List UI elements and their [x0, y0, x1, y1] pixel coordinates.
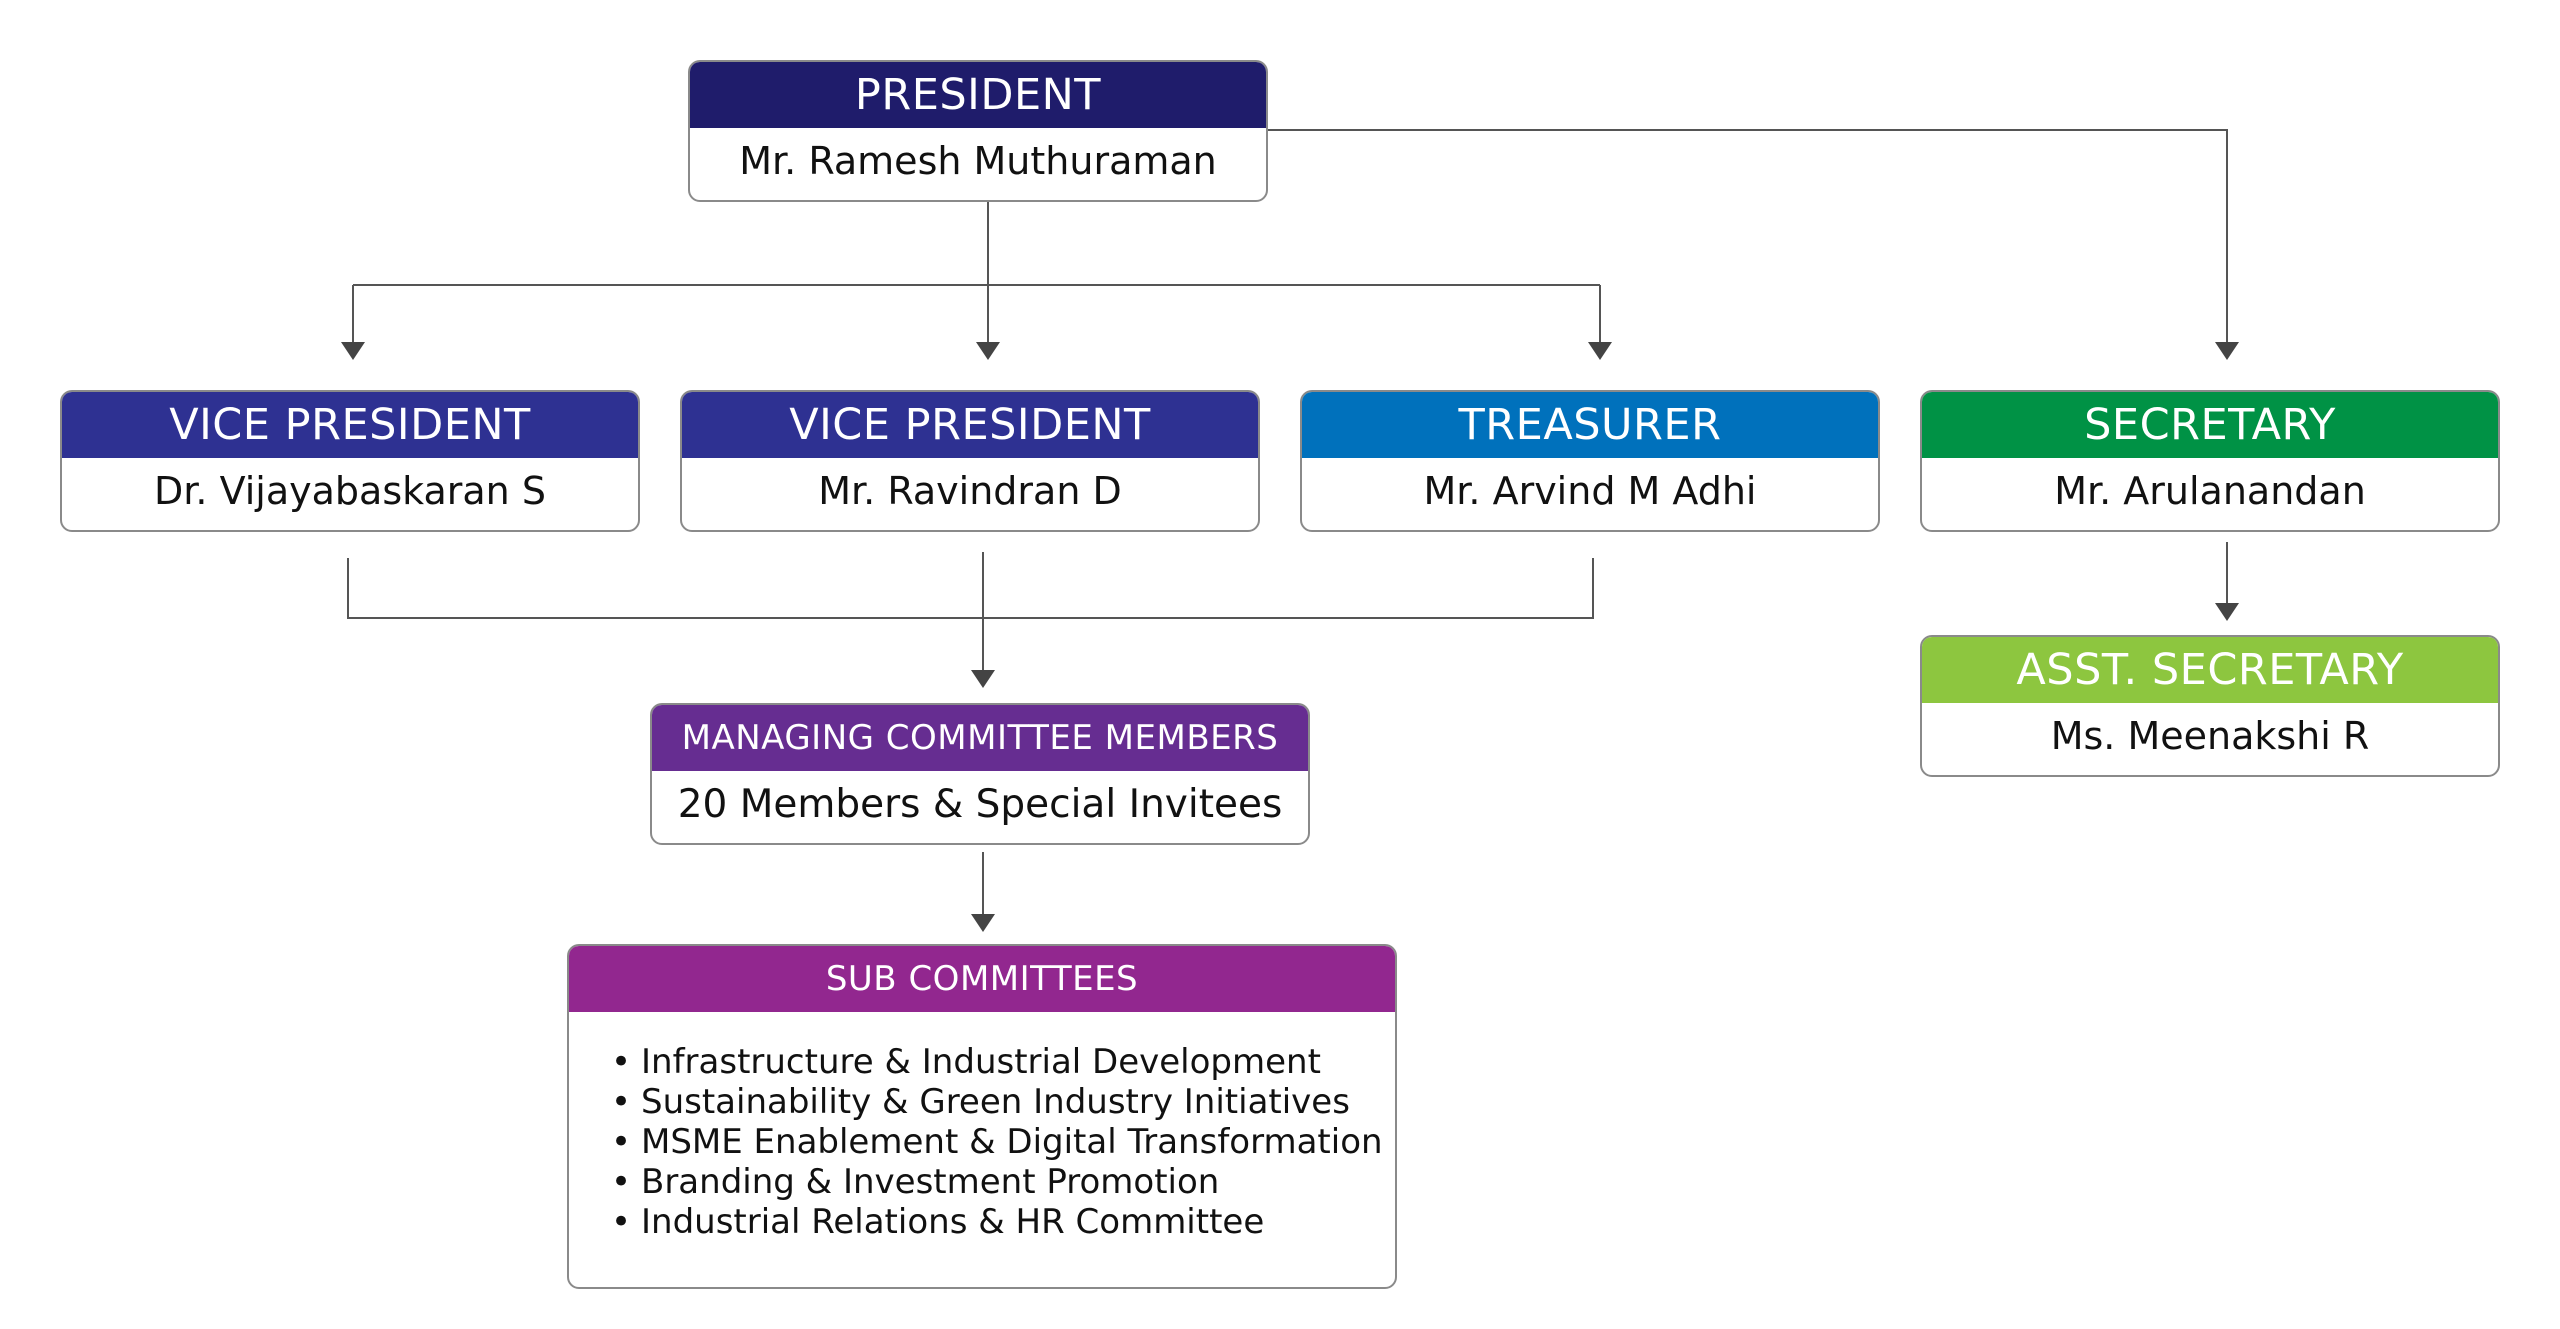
- asst-secretary-name: Ms. Meenakshi R: [2050, 714, 2370, 758]
- sub-committees-title: SUB COMMITTEES: [569, 946, 1395, 1012]
- arrow-managing: [971, 670, 995, 688]
- arrow-treasurer: [1588, 342, 1612, 360]
- vice-president-1-box: VICE PRESIDENT Dr. Vijayabaskaran S: [60, 390, 640, 532]
- vice-president-1-name: Dr. Vijayabaskaran S: [154, 469, 546, 513]
- list-item: Branding & Investment Promotion: [611, 1162, 1395, 1202]
- list-item: Infrastructure & Industrial Development: [611, 1042, 1395, 1082]
- connector-officers-merge: [347, 558, 1594, 619]
- asst-secretary-title: ASST. SECRETARY: [1922, 637, 2498, 703]
- list-item: Industrial Relations & HR Committee: [611, 1202, 1395, 1242]
- sub-committees-box: SUB COMMITTEES Infrastructure & Industri…: [567, 944, 1397, 1289]
- secretary-name: Mr. Arulanandan: [2054, 469, 2366, 513]
- managing-committee-description: 20 Members & Special Invitees: [677, 781, 1283, 827]
- arrow-sub-committees: [971, 914, 995, 932]
- arrow-secretary: [2215, 342, 2239, 360]
- asst-secretary-box: ASST. SECRETARY Ms. Meenakshi R: [1920, 635, 2500, 777]
- vice-president-1-title: VICE PRESIDENT: [62, 392, 638, 458]
- treasurer-box: TREASURER Mr. Arvind M Adhi: [1300, 390, 1880, 532]
- vice-president-2-name: Mr. Ravindran D: [818, 469, 1122, 513]
- vice-president-2-box: VICE PRESIDENT Mr. Ravindran D: [680, 390, 1260, 532]
- managing-committee-box: MANAGING COMMITTEE MEMBERS 20 Members & …: [650, 703, 1310, 845]
- president-name: Mr. Ramesh Muthuraman: [739, 139, 1217, 183]
- managing-committee-title: MANAGING COMMITTEE MEMBERS: [652, 705, 1308, 771]
- list-item: MSME Enablement & Digital Transformation: [611, 1122, 1395, 1162]
- president-box: PRESIDENT Mr. Ramesh Muthuraman: [688, 60, 1268, 202]
- arrow-vp2: [976, 342, 1000, 360]
- list-item: Sustainability & Green Industry Initiati…: [611, 1082, 1395, 1122]
- treasurer-title: TREASURER: [1302, 392, 1878, 458]
- president-title: PRESIDENT: [690, 62, 1266, 128]
- treasurer-name: Mr. Arvind M Adhi: [1423, 469, 1757, 513]
- vice-president-2-title: VICE PRESIDENT: [682, 392, 1258, 458]
- arrow-vp1: [341, 342, 365, 360]
- sub-committees-list: Infrastructure & Industrial Development …: [569, 1012, 1395, 1242]
- secretary-box: SECRETARY Mr. Arulanandan: [1920, 390, 2500, 532]
- secretary-title: SECRETARY: [1922, 392, 2498, 458]
- arrow-asst-secretary: [2215, 603, 2239, 621]
- connector-president-secretary: [1268, 129, 2228, 345]
